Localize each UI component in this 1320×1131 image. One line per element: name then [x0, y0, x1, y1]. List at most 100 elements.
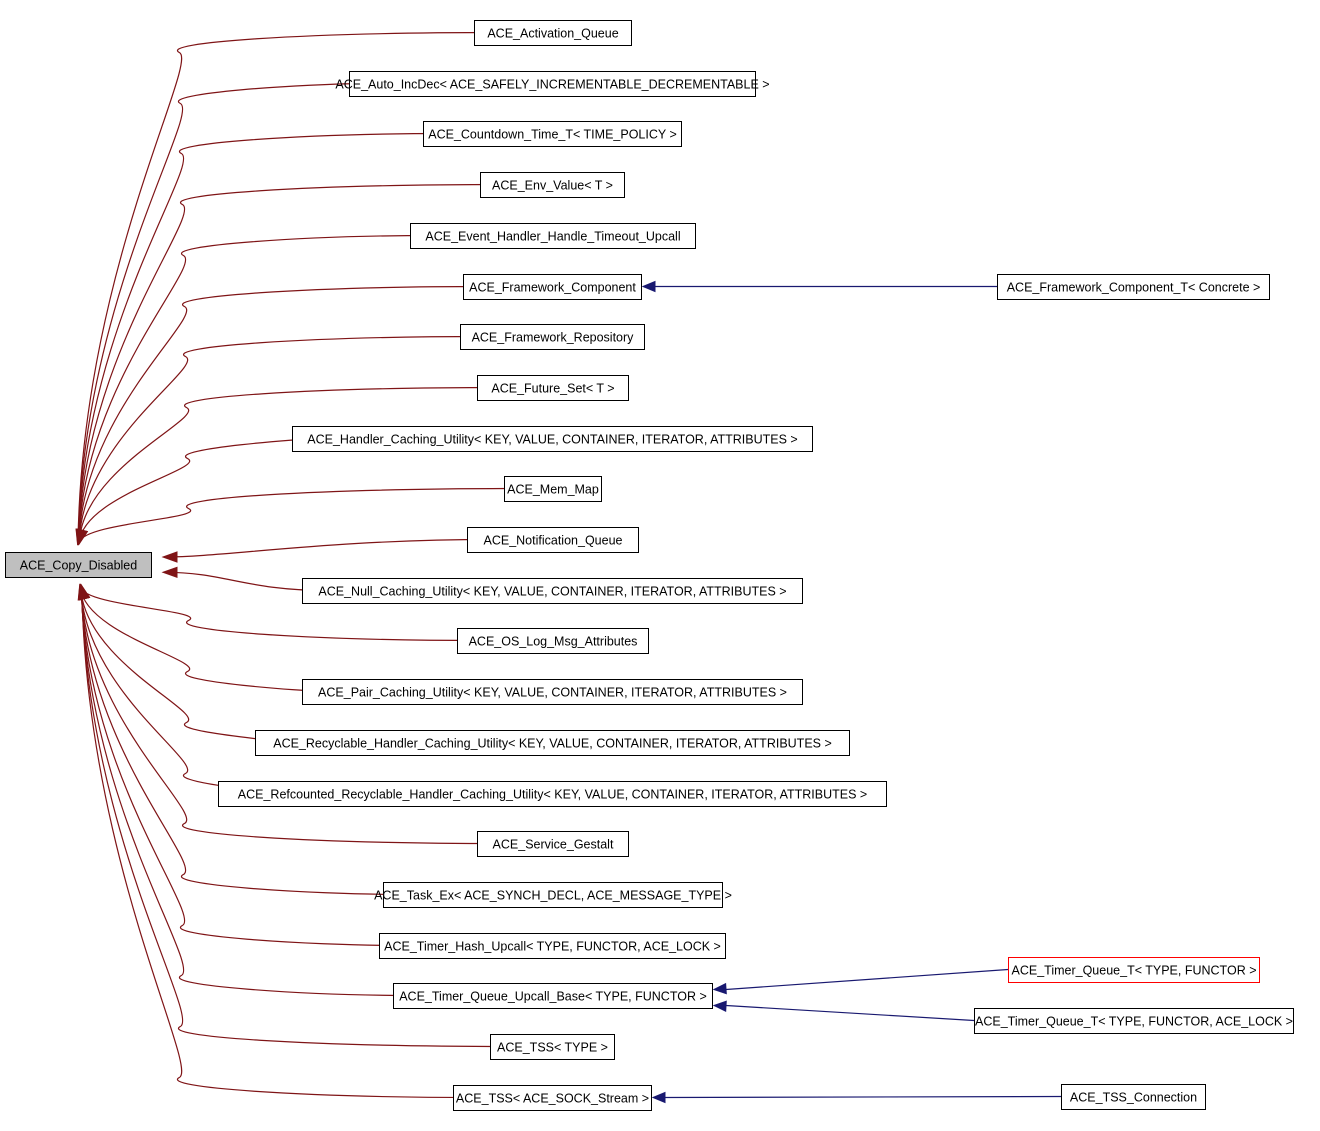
inherit-edge-ace-framework-repository — [78, 335, 486, 543]
inherit-edge-ace-timer-hash-upcall-type-functor-ace-lock — [80, 586, 405, 947]
class-node-ace-framework-component[interactable]: ACE_Framework_Component — [463, 274, 642, 300]
inherit-edge-ace-auto-incdec-ace-safely-incrementable-decrementable — [77, 82, 375, 543]
class-node-ace-framework-repository[interactable]: ACE_Framework_Repository — [460, 324, 645, 350]
inherit-edge-ace-notification-queue — [164, 538, 493, 558]
class-node-ace-tss-ace-sock-stream[interactable]: ACE_TSS< ACE_SOCK_Stream > — [453, 1085, 652, 1111]
arrowhead-ace-timer-queue-t-type-functor-ace-lock — [712, 1000, 727, 1012]
class-node-ace-task-ex-ace-synch-decl-ace-message-type-box — [383, 882, 723, 908]
class-nodes: ACE_Copy_Disabled ACE_Activation_QueueACE… — [5, 20, 1294, 1111]
class-node-ace-framework-component-label: ACE_Framework_Component — [469, 281, 636, 295]
class-node-ace-activation-queue[interactable]: ACE_Activation_Queue — [474, 20, 632, 46]
class-node-ace-event-handler-handle-timeout-upcall-box — [410, 223, 696, 249]
class-node-ace-mem-map-box — [504, 476, 602, 502]
class-node-ace-service-gestalt-label: ACE_Service_Gestalt — [493, 838, 614, 852]
inherit-edge-ace-service-gestalt — [80, 586, 503, 845]
class-node-ace-timer-queue-t-type-functor-ace-lock-box — [974, 1008, 1294, 1034]
class-node-ace-tss-type[interactable]: ACE_TSS< TYPE > — [490, 1034, 615, 1060]
inherit-edge-ace-null-caching-utility-key-value-container-iterator-attributes — [164, 571, 328, 592]
inherit-edge-ace-handler-caching-utility-key-value-container-iterator-attributes — [78, 437, 318, 543]
class-node-ace-recyclable-handler-caching-utility-key-value-container-iterator-attributes-box — [255, 730, 850, 756]
arrowhead-ace-mem-map — [77, 528, 89, 546]
class-node-ace-activation-queue-box — [474, 20, 632, 46]
class-node-ace-tss-ace-sock-stream-box — [453, 1085, 652, 1111]
inherit-edge-ace-env-value-t — [77, 183, 506, 543]
class-node-ace-event-handler-handle-timeout-upcall[interactable]: ACE_Event_Handler_Handle_Timeout_Upcall — [410, 223, 696, 249]
class-node-ace-timer-hash-upcall-type-functor-ace-lock-label: ACE_Timer_Hash_Upcall< TYPE, FUNCTOR, AC… — [384, 940, 721, 954]
class-node-ace-timer-queue-upcall-base-type-functor[interactable]: ACE_Timer_Queue_Upcall_Base< TYPE, FUNCT… — [393, 983, 713, 1009]
class-node-ace-os-log-msg-attributes-box — [457, 628, 649, 654]
class-node-ace-timer-hash-upcall-type-functor-ace-lock-box — [379, 933, 726, 959]
class-node-ace-timer-queue-t-type-functor-ace-lock-label: ACE_Timer_Queue_T< TYPE, FUNCTOR, ACE_LO… — [975, 1015, 1293, 1029]
class-node-ace-framework-repository-label: ACE_Framework_Repository — [472, 331, 635, 345]
inheritance-edges — [75, 31, 1062, 1104]
inherit-edge-ace-recyclable-handler-caching-utility-key-value-container-iterator-attributes — [79, 586, 284, 744]
inherit-edge-ace-tss-type — [81, 586, 516, 1048]
class-node-ace-mem-map[interactable]: ACE_Mem_Map — [504, 476, 602, 502]
class-node-ace-timer-hash-upcall-type-functor-ace-lock[interactable]: ACE_Timer_Hash_Upcall< TYPE, FUNCTOR, AC… — [379, 933, 726, 959]
class-node-ace-event-handler-handle-timeout-upcall-label: ACE_Event_Handler_Handle_Timeout_Upcall — [425, 230, 680, 244]
class-node-ace-service-gestalt[interactable]: ACE_Service_Gestalt — [477, 831, 629, 857]
inherit-edge-ace-timer-queue-upcall-base-type-functor — [80, 586, 419, 997]
class-node-ace-framework-component-t-concrete[interactable]: ACE_Framework_Component_T< Concrete > — [997, 274, 1270, 300]
class-node-ace-future-set-t-label: ACE_Future_Set< T > — [491, 382, 614, 396]
class-node-ace-future-set-t[interactable]: ACE_Future_Set< T > — [477, 375, 629, 401]
class-node-ace-recyclable-handler-caching-utility-key-value-container-iterator-attributes-label: ACE_Recyclable_Handler_Caching_Utility< … — [273, 737, 832, 751]
class-node-ace-tss-connection-label: ACE_TSS_Connection — [1070, 1091, 1197, 1105]
class-node-ace-pair-caching-utility-key-value-container-iterator-attributes-box — [302, 679, 803, 705]
arrowhead-ace-null-caching-utility-key-value-container-iterator-attributes — [161, 566, 178, 579]
class-node-ace-tss-type-label: ACE_TSS< TYPE > — [497, 1041, 608, 1055]
inherit-edge-ace-task-ex-ace-synch-decl-ace-message-type — [80, 586, 409, 896]
class-node-ace-null-caching-utility-key-value-container-iterator-attributes-box — [302, 578, 803, 604]
inherit-edge-ace-pair-caching-utility-key-value-container-iterator-attributes — [79, 586, 328, 693]
class-node-ace-timer-queue-t-type-functor[interactable]: ACE_Timer_Queue_T< TYPE, FUNCTOR > — [1008, 957, 1260, 983]
class-node-ace-os-log-msg-attributes-label: ACE_OS_Log_Msg_Attributes — [469, 635, 638, 649]
class-node-ace-handler-caching-utility-key-value-container-iterator-attributes[interactable]: ACE_Handler_Caching_Utility< KEY, VALUE,… — [292, 426, 813, 452]
arrowhead-ace-tss-ace-sock-stream — [79, 583, 91, 601]
class-node-ace-task-ex-ace-synch-decl-ace-message-type[interactable]: ACE_Task_Ex< ACE_SYNCH_DECL, ACE_MESSAGE… — [374, 882, 732, 908]
class-node-ace-countdown-time-t-time-policy[interactable]: ACE_Countdown_Time_T< TIME_POLICY > — [423, 121, 682, 147]
class-node-ace-timer-queue-upcall-base-type-functor-label: ACE_Timer_Queue_Upcall_Base< TYPE, FUNCT… — [399, 990, 707, 1004]
class-node-ace-tss-ace-sock-stream-label: ACE_TSS< ACE_SOCK_Stream > — [456, 1092, 649, 1106]
class-node-ace-handler-caching-utility-key-value-container-iterator-attributes-box — [292, 426, 813, 452]
class-node-ace-env-value-t-box — [480, 172, 625, 198]
class-node-ace-recyclable-handler-caching-utility-key-value-container-iterator-attributes[interactable]: ACE_Recyclable_Handler_Caching_Utility< … — [255, 730, 850, 756]
class-node-ace-notification-queue-box — [467, 527, 639, 553]
class-node-ace-auto-incdec-ace-safely-incrementable-decrementable[interactable]: ACE_Auto_IncDec< ACE_SAFELY_INCREMENTABL… — [335, 71, 770, 97]
class-node-ace-timer-queue-t-type-functor-box — [1008, 957, 1260, 983]
class-node-ace-os-log-msg-attributes[interactable]: ACE_OS_Log_Msg_Attributes — [457, 628, 649, 654]
class-node-ace-framework-component-t-concrete-box — [997, 274, 1270, 300]
class-node-ace-handler-caching-utility-key-value-container-iterator-attributes-label: ACE_Handler_Caching_Utility< KEY, VALUE,… — [307, 433, 797, 447]
class-node-ace-task-ex-ace-synch-decl-ace-message-type-label: ACE_Task_Ex< ACE_SYNCH_DECL, ACE_MESSAGE… — [374, 889, 732, 903]
inherit-edge-ace-countdown-time-t-time-policy — [77, 132, 449, 543]
inherit-edge-ace-os-log-msg-attributes — [79, 586, 483, 642]
class-node-ace-auto-incdec-ace-safely-incrementable-decrementable-box — [349, 71, 756, 97]
inherit-edge-ace-activation-queue — [77, 31, 500, 543]
class-node-ace-refcounted-recyclable-handler-caching-utility-key-value-container-iterator-attributes[interactable]: ACE_Refcounted_Recyclable_Handler_Cachin… — [218, 781, 887, 807]
class-node-root-label: ACE_Copy_Disabled — [20, 559, 137, 573]
class-node-ace-notification-queue-label: ACE_Notification_Queue — [484, 534, 623, 548]
class-node-ace-notification-queue[interactable]: ACE_Notification_Queue — [467, 527, 639, 553]
inherit-edge-ace-mem-map — [79, 487, 530, 543]
class-node-ace-timer-queue-t-type-functor-label: ACE_Timer_Queue_T< TYPE, FUNCTOR > — [1012, 964, 1257, 978]
class-node-ace-framework-component-t-concrete-label: ACE_Framework_Component_T< Concrete > — [1007, 281, 1261, 295]
class-node-ace-env-value-t[interactable]: ACE_Env_Value< T > — [480, 172, 625, 198]
inherit-edge-ace-future-set-t — [78, 386, 503, 543]
class-node-ace-tss-connection[interactable]: ACE_TSS_Connection — [1061, 1084, 1206, 1110]
class-node-ace-pair-caching-utility-key-value-container-iterator-attributes[interactable]: ACE_Pair_Caching_Utility< KEY, VALUE, CO… — [302, 679, 803, 705]
class-node-ace-activation-queue-label: ACE_Activation_Queue — [487, 27, 618, 41]
class-node-ace-timer-queue-upcall-base-type-functor-box — [393, 983, 713, 1009]
class-node-ace-null-caching-utility-key-value-container-iterator-attributes[interactable]: ACE_Null_Caching_Utility< KEY, VALUE, CO… — [302, 578, 803, 604]
class-node-ace-tss-connection-box — [1061, 1084, 1206, 1110]
class-node-ace-service-gestalt-box — [477, 831, 629, 857]
arrowhead-ace-timer-queue-t-type-functor — [712, 982, 727, 995]
class-node-ace-tss-type-box — [490, 1034, 615, 1060]
class-node-ace-framework-component-box — [463, 274, 642, 300]
class-node-ace-pair-caching-utility-key-value-container-iterator-attributes-label: ACE_Pair_Caching_Utility< KEY, VALUE, CO… — [318, 686, 787, 700]
class-node-root[interactable]: ACE_Copy_Disabled — [5, 552, 152, 578]
class-node-ace-timer-queue-t-type-functor-ace-lock[interactable]: ACE_Timer_Queue_T< TYPE, FUNCTOR, ACE_LO… — [974, 1008, 1294, 1034]
class-node-ace-refcounted-recyclable-handler-caching-utility-key-value-container-iterator-attributes-box — [218, 781, 887, 807]
class-node-ace-mem-map-label: ACE_Mem_Map — [507, 483, 599, 497]
derived-edge-ace-tss-connection — [664, 1095, 1062, 1099]
inherit-edge-ace-tss-ace-sock-stream — [81, 586, 479, 1099]
